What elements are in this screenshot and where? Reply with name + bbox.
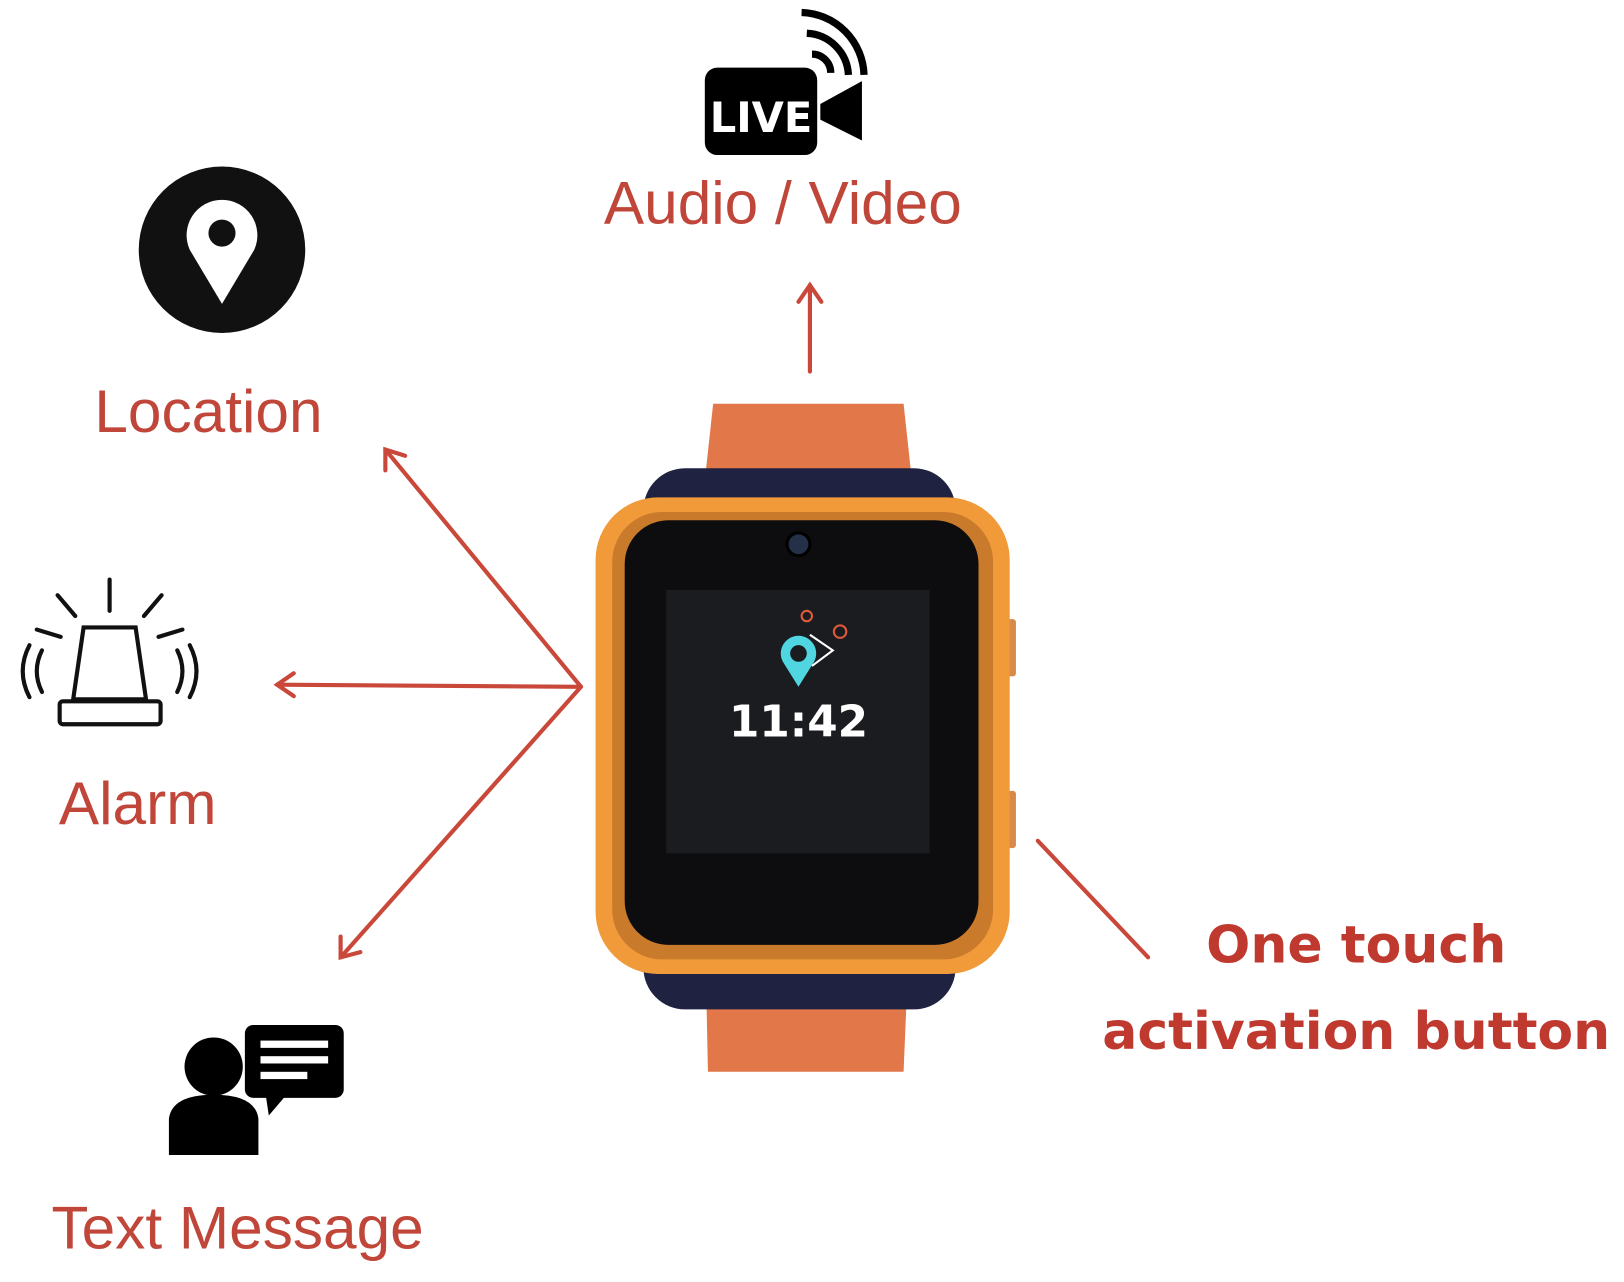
location-label: Location	[94, 377, 322, 445]
arrow-up	[796, 281, 824, 374]
alarm-label: Alarm	[59, 769, 217, 837]
live-icon-text: LIVE	[710, 93, 813, 142]
siren-icon	[20, 577, 199, 727]
live-video-icon: LIVE	[704, 8, 868, 156]
camera-lens	[785, 531, 812, 558]
activation-label-line2: activation button	[1102, 1002, 1610, 1062]
arrow-to-alarm	[273, 671, 584, 699]
arrow-to-text-message	[338, 684, 584, 961]
activation-pointer-line	[1035, 838, 1151, 960]
location-pin-icon	[138, 166, 306, 333]
watch-display	[666, 590, 930, 854]
chat-user-icon	[168, 1024, 344, 1156]
arrow-to-location	[383, 446, 584, 689]
activation-label-line1: One touch	[1206, 916, 1506, 976]
text-message-label: Text Message	[51, 1194, 423, 1262]
audio-video-label: Audio / Video	[604, 169, 962, 237]
watch-time: 11:42	[729, 697, 868, 748]
smartwatch-image: 11:42	[595, 403, 1016, 1072]
app-logo-icon	[780, 609, 848, 687]
